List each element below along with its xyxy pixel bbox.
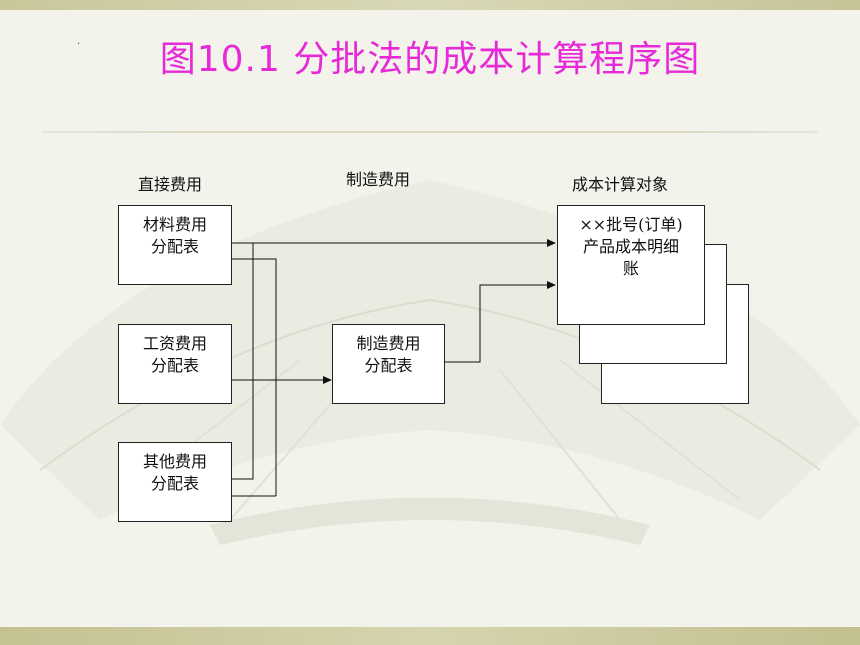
header-cost-object: 成本计算对象: [572, 175, 669, 194]
stray-dot: .: [77, 36, 81, 47]
arrow-manufacturing-to-ledger: [444, 281, 556, 363]
bottom-band: [0, 627, 860, 645]
wage-cost-allocation-box: 工资费用 分配表: [118, 324, 232, 404]
header-manufacturing-cost: 制造费用: [346, 170, 411, 189]
line-material-to-collector: [231, 258, 277, 496]
material-box-line2: 分配表: [150, 237, 199, 256]
slide-title: 图10.1 分批法的成本计算程序图: [159, 39, 701, 80]
wage-box-line2: 分配表: [150, 356, 199, 375]
manufacturing-box-line2: 分配表: [364, 356, 413, 375]
top-band: [0, 0, 860, 10]
ledger-box-front: ××批号(订单) 产品成本明细 账: [557, 205, 705, 325]
manufacturing-box-line1: 制造费用: [356, 334, 421, 353]
title-divider: [42, 131, 818, 133]
manufacturing-cost-allocation-box: 制造费用 分配表: [332, 324, 445, 404]
ledger-box-line3: 账: [622, 259, 639, 278]
material-cost-allocation-box: 材料费用 分配表: [118, 205, 232, 285]
ledger-box-line2: 产品成本明细: [582, 237, 679, 256]
other-cost-allocation-box: 其他费用 分配表: [118, 442, 232, 522]
material-box-line1: 材料费用: [142, 215, 207, 234]
other-box-line2: 分配表: [150, 474, 199, 493]
line-other-to-collector-a: [231, 243, 254, 480]
header-direct-cost: 直接费用: [138, 175, 203, 194]
ledger-box-line1: ××批号(订单): [579, 215, 683, 234]
other-box-line1: 其他费用: [142, 452, 207, 471]
wage-box-line1: 工资费用: [142, 334, 207, 353]
